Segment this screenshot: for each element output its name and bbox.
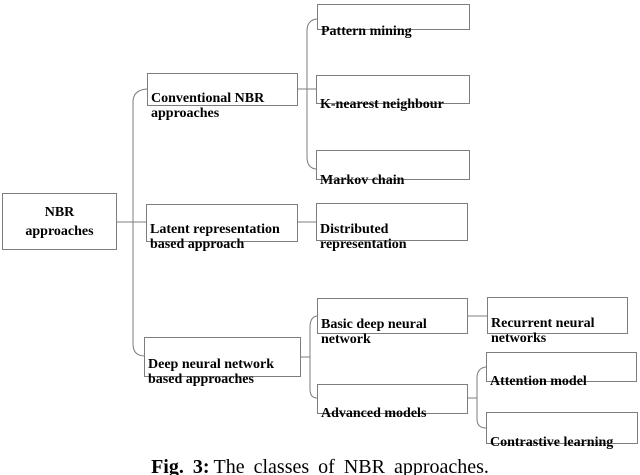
node-basic-deep-neural-network: Basic deep neural network xyxy=(317,298,468,347)
node-pattern-mining: Pattern mining xyxy=(317,4,470,39)
node-distributed-representation: Distributed representation xyxy=(316,203,468,252)
connector-main-trunk xyxy=(132,88,148,357)
caption-figure-number: Fig. 3: xyxy=(151,456,210,475)
node-pattern-label: Pattern mining xyxy=(321,23,412,39)
node-nbr-approaches: NBR approaches xyxy=(2,193,117,250)
node-recurrent-neural-networks: Recurrent neural networks xyxy=(487,297,628,346)
node-attention-label: Attention model xyxy=(490,373,587,389)
caption-text: The classes of NBR approaches. xyxy=(213,456,489,475)
node-markov-label: Markov chain xyxy=(320,172,405,188)
node-latent-label: Latent representation based approach xyxy=(150,221,280,253)
node-k-nearest-neighbour: K-nearest neighbour xyxy=(316,75,470,112)
node-conventional-nbr-approaches: Conventional NBR approaches xyxy=(147,73,298,121)
node-latent-representation-approach: Latent representation based approach xyxy=(146,204,298,252)
node-deep-neural-network-approaches: Deep neural network based approaches xyxy=(144,337,301,387)
node-distributed-label: Distributed representation xyxy=(320,221,407,253)
connector-deep-trunk xyxy=(301,315,318,399)
node-rnn-label: Recurrent neural networks xyxy=(491,315,595,347)
node-advanced-label: Advanced models xyxy=(321,405,427,421)
node-conventional-label: Conventional NBR approaches xyxy=(151,90,265,122)
node-knn-label: K-nearest neighbour xyxy=(320,96,444,112)
connector-advanced-trunk xyxy=(468,366,487,429)
node-nbr-approaches-label: NBR approaches xyxy=(25,204,94,239)
node-attention-model: Attention model xyxy=(486,352,637,389)
node-contrastive-label: Contrastive learning xyxy=(490,434,614,450)
node-contrastive-learning: Contrastive learning xyxy=(486,412,638,450)
node-advanced-models: Advanced models xyxy=(317,384,468,421)
figure-caption: Fig. 3:The classes of NBR approaches. xyxy=(0,456,640,475)
node-markov-chain: Markov chain xyxy=(316,150,470,188)
node-basic-label: Basic deep neural network xyxy=(321,316,427,348)
node-deep-label: Deep neural network based approaches xyxy=(148,356,274,388)
